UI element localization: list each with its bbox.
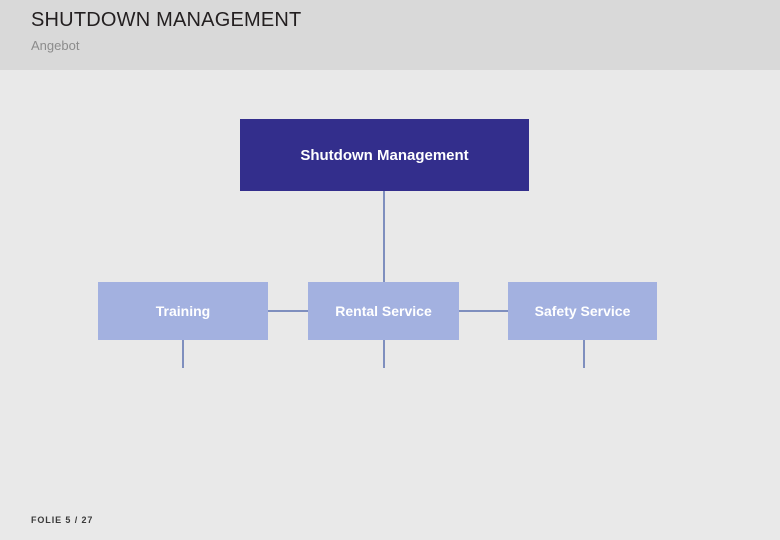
node-safety-label: Safety Service bbox=[534, 303, 631, 319]
node-shutdown-management: Shutdown Management bbox=[240, 119, 529, 191]
org-chart: Shutdown Management Training Rental Serv… bbox=[0, 70, 780, 540]
slide-footer: FOLIE 5 / 27 bbox=[31, 515, 94, 525]
node-training: Training bbox=[98, 282, 268, 340]
slide-header: SHUTDOWN MANAGEMENT Angebot bbox=[0, 0, 780, 70]
node-rental-service: Rental Service bbox=[308, 282, 459, 340]
connector-root-vertical bbox=[383, 191, 385, 282]
page-title: SHUTDOWN MANAGEMENT bbox=[31, 9, 302, 31]
node-root-label: Shutdown Management bbox=[300, 146, 469, 164]
page-subtitle: Angebot bbox=[31, 38, 80, 53]
node-safety-service: Safety Service bbox=[508, 282, 657, 340]
node-rental-label: Rental Service bbox=[335, 303, 432, 319]
node-training-label: Training bbox=[155, 303, 211, 319]
